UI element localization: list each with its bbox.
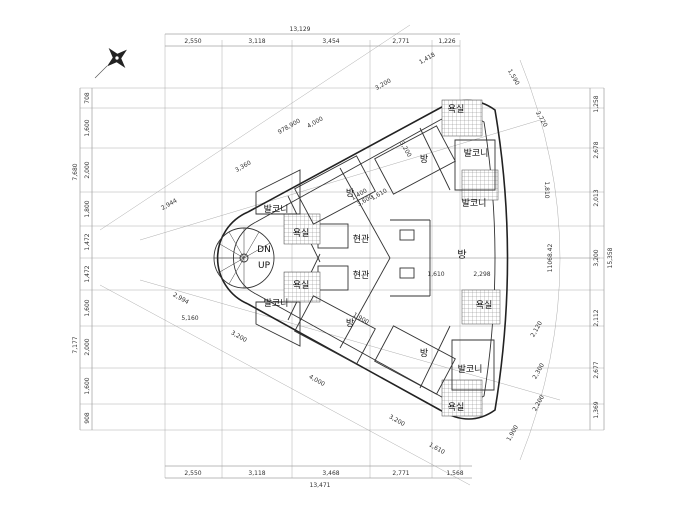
left-dim-1: 708 [84, 92, 91, 104]
room-label-balcony-5: 발코니 [458, 364, 483, 375]
diag-dim-4: 3,360 [234, 159, 253, 174]
diag-dim-16: 3,200 [398, 140, 413, 159]
top-dim-1: 2,550 [184, 38, 201, 45]
stair-label-down: DN [257, 245, 271, 255]
left-dim-3: 2,000 [84, 161, 91, 178]
diag-dim-14: 2,720 [534, 110, 549, 129]
diag-dim-5: 2,944 [160, 197, 179, 212]
diag-dim-26: 2,298 [473, 271, 490, 278]
room-label-balcony-4: 발코니 [462, 198, 487, 209]
right-dim-4: 3,200 [593, 249, 600, 266]
bottom-dimensions: 2,550 3,118 3,468 2,771 1,568 13,471 [184, 470, 463, 489]
dimension-frame [79, 24, 605, 486]
diag-dim-21: 1,900 [352, 311, 371, 326]
room-label-entrance-1: 현관 [353, 234, 370, 245]
top-total-dim: 13,129 [290, 26, 311, 33]
diag-dim-10: 3,200 [388, 413, 407, 428]
arc-length-label: 11068.42 [547, 244, 554, 273]
diag-dim-17: 2,120 [529, 320, 544, 339]
top-dim-3: 3,454 [322, 38, 339, 45]
diag-dim-11: 1,418 [418, 51, 437, 66]
diag-dim-20: 1,900 [505, 424, 520, 443]
diag-dim-12: 1,610 [428, 441, 447, 456]
right-dim-3: 2,013 [593, 189, 600, 206]
room-label-bath-2: 욕실 [293, 280, 310, 291]
diag-dim-2: 4,000 [306, 115, 325, 130]
room-label-bath-5: 욕실 [448, 402, 465, 413]
room-label-room-4: 방 [420, 154, 428, 165]
left-dim-2: 1,600 [84, 119, 91, 136]
room-label-balcony-1: 발코니 [264, 204, 289, 215]
right-dimensions: 1,258 2,678 2,013 3,200 2,112 2,677 1,36… [547, 95, 614, 418]
diag-dim-25: 1,610 [427, 271, 444, 278]
bottom-dim-4: 2,771 [392, 470, 409, 477]
right-dim-7: 1,369 [593, 401, 600, 418]
diag-dim-8: 3,200 [230, 329, 249, 344]
room-label-bath-1: 욕실 [293, 228, 310, 239]
left-dimensions: 708 1,600 2,000 1,800 1,472 1,472 1,600 … [72, 92, 91, 424]
diag-dim-7: 5,160 [181, 315, 198, 322]
room-label-bath-4: 욕실 [448, 104, 465, 115]
room-label-bath-3: 욕실 [476, 300, 493, 311]
right-dim-6: 2,677 [593, 361, 600, 378]
left-dim-6: 1,472 [84, 265, 91, 282]
diag-dim-13: 1,590 [506, 68, 521, 87]
right-dim-1: 1,258 [593, 95, 600, 112]
room-label-room-2: 방 [346, 318, 354, 329]
diag-dim-1: 978,900 [277, 117, 302, 136]
top-dim-4: 2,771 [392, 38, 409, 45]
left-dim-7: 1,600 [84, 299, 91, 316]
room-label-room-3: 방 [457, 249, 466, 261]
diag-dim-9: 4,000 [308, 373, 327, 388]
top-dim-5: 1,226 [438, 38, 455, 45]
bottom-dim-2: 3,118 [248, 470, 265, 477]
right-dim-2: 2,678 [593, 141, 600, 158]
left-total-1: 7,680 [72, 163, 79, 180]
bottom-total-dim: 13,471 [310, 482, 331, 489]
room-label-balcony-3: 발코니 [464, 148, 489, 159]
left-dim-5: 1,472 [84, 233, 91, 250]
stair-label-up: UP [258, 261, 271, 271]
room-label-room-1: 방 [346, 188, 354, 199]
bottom-dim-3: 3,468 [322, 470, 339, 477]
right-total: 15,358 [607, 247, 614, 268]
building-walls [213, 99, 509, 420]
left-dim-9: 1,600 [84, 377, 91, 394]
room-label-entrance-2: 현관 [353, 270, 370, 281]
room-label-balcony-2: 발코니 [264, 298, 289, 309]
top-dim-2: 3,118 [248, 38, 265, 45]
bottom-dim-1: 2,550 [184, 470, 201, 477]
diag-dim-18: 2,300 [531, 362, 546, 381]
diag-dim-15: 1,810 [543, 181, 550, 198]
bottom-dim-5: 1,568 [446, 470, 463, 477]
north-arrow-icon [94, 48, 127, 79]
top-dimensions: 13,129 2,550 3,118 3,454 2,771 1,226 [184, 26, 455, 45]
diag-dim-3: 3,200 [374, 77, 393, 92]
right-dim-5: 2,112 [593, 309, 600, 326]
room-labels: 발코니 욕실 발코니 욕실 방 방 현관 현관 방 방 방 발코니 발코니 욕실… [257, 104, 492, 413]
left-dim-10: 908 [84, 412, 91, 424]
left-dim-4: 1,800 [84, 200, 91, 217]
room-label-room-5: 방 [420, 348, 428, 359]
left-dim-8: 2,000 [84, 338, 91, 355]
left-total-2: 7,177 [72, 336, 79, 353]
diag-dim-19: 2,200 [531, 394, 546, 413]
